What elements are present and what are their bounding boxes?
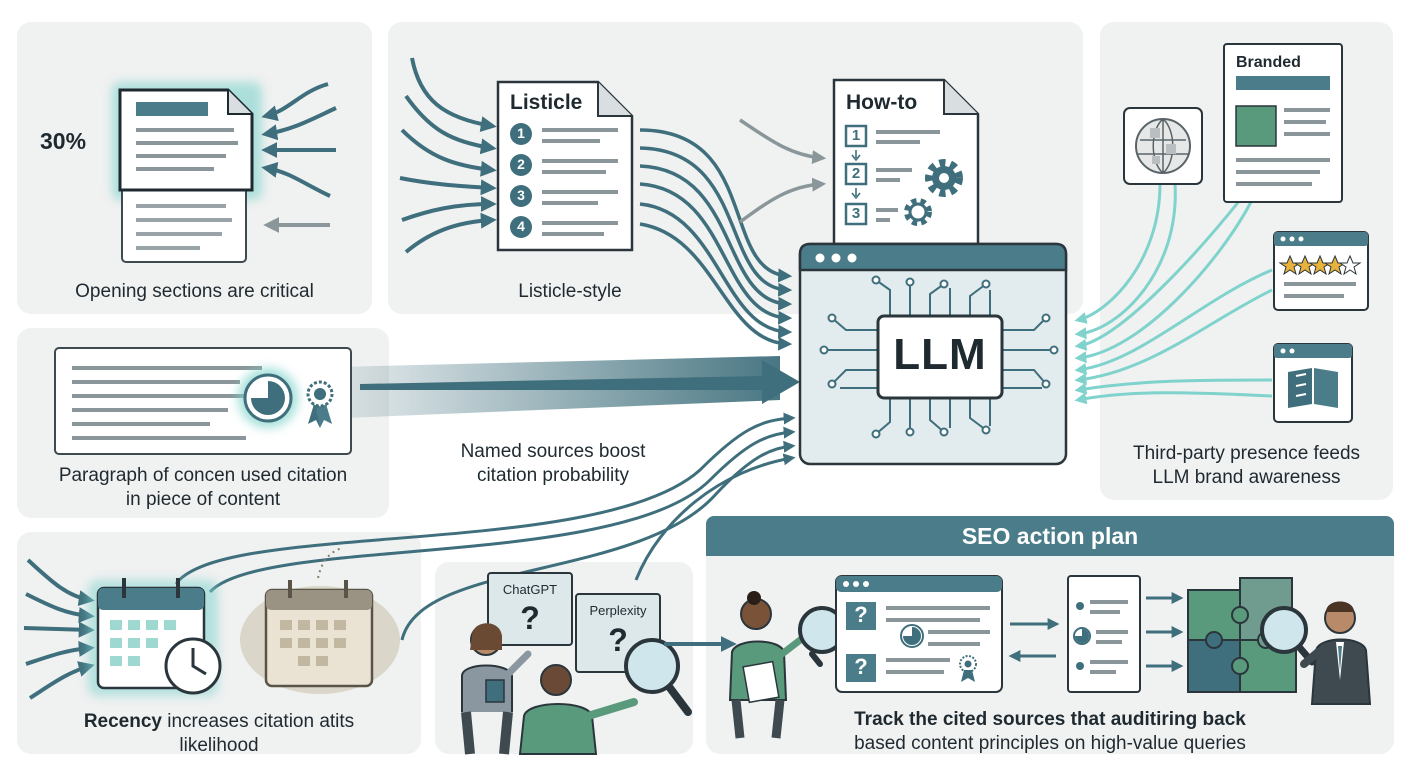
award-ribbon-icon [306, 380, 334, 428]
third-party-caption: Third-party presence feeds LLM brand awa… [1132, 443, 1361, 488]
pie-chart-icon [1073, 627, 1091, 645]
howto-step-number-1: 1 [851, 127, 861, 144]
howto-step-3 [844, 202, 898, 226]
listicle-number-2: 2 [517, 156, 525, 172]
listicle-number-3: 3 [517, 187, 525, 203]
seo-caption: Track the cited sources that auditiring … [854, 709, 1246, 754]
listicle-number-4: 4 [517, 218, 525, 234]
opening-arrows [261, 82, 337, 233]
listicle-item-3 [510, 185, 618, 207]
person-man [518, 664, 638, 755]
seo-analyst-woman [728, 591, 846, 739]
magnifier-icon [624, 638, 692, 716]
seo-middle-arrows [1008, 618, 1060, 662]
chatgpt-question-mark: ? [520, 600, 540, 636]
seo-banner: SEO action plan [706, 516, 1394, 556]
opening-document [112, 82, 262, 263]
perplexity-label: Perplexity [589, 603, 647, 618]
clock-icon [164, 637, 222, 695]
howto-step-2 [844, 162, 912, 200]
perplexity-question-mark: ? [608, 622, 628, 658]
chatgpt-label: ChatGPT [502, 582, 558, 597]
award-ribbon-icon [959, 655, 977, 682]
globe-icon [1135, 118, 1191, 174]
recency-caption: Recency increases citation atits likelih… [83, 711, 355, 756]
llm-window [798, 242, 1068, 466]
pie-chart-icon [243, 373, 293, 423]
listicle-document [496, 80, 634, 252]
listicle-number-1: 1 [517, 125, 525, 141]
circuit-nodes [819, 275, 1059, 439]
gear-icon [925, 159, 963, 197]
opening-caption: Opening sections are critical [75, 281, 314, 302]
named-sources-flow-label: Named sources boost citation probability [460, 441, 646, 486]
book-icon [1288, 368, 1338, 408]
listicle-item-4 [510, 216, 618, 238]
seo-right-arrows [1146, 592, 1184, 672]
howto-title: How-to [846, 91, 918, 114]
circuit-traces [826, 279, 1052, 435]
listicle-item-1 [510, 123, 618, 145]
listicle-caption: Listicle-style [518, 281, 622, 302]
person-woman [461, 623, 532, 755]
howto-step-number-2: 2 [851, 165, 861, 182]
listicle-input-arrows [399, 57, 497, 254]
listicle-to-llm-arrows [639, 128, 793, 351]
opening-stat: 30% [40, 128, 87, 154]
seo-question-mark-1: ? [854, 602, 868, 627]
seo-analyst-man [1300, 601, 1372, 705]
star-rating-icon [1278, 254, 1362, 276]
listicle-item-2 [510, 154, 618, 176]
calendar-old-icon [240, 547, 400, 694]
wikipedia-card [1123, 107, 1203, 185]
review-card [1273, 231, 1369, 311]
listicle-title: Listicle [510, 91, 583, 114]
seo-report-document [1067, 575, 1141, 693]
branded-document [1223, 43, 1343, 203]
pie-chart-icon [900, 624, 924, 648]
paragraph-card [54, 347, 780, 455]
howto-step-number-3: 3 [851, 205, 861, 222]
recency-input-arrows [23, 558, 95, 700]
named-sources-arrow [360, 360, 800, 404]
seo-dashboard-window [835, 575, 1003, 693]
gear-icon-small [904, 198, 932, 226]
chatgpt-bubble [487, 572, 573, 646]
llm-label: LLM [893, 330, 987, 379]
howto-arrows [738, 118, 827, 224]
recency-to-llm-arrows [174, 412, 796, 641]
publication-card [1273, 343, 1353, 423]
howto-step-1 [844, 124, 940, 162]
named-sources-caption: Paragraph of concen used citation in pie… [58, 465, 348, 510]
seo-question-mark-2: ? [854, 654, 868, 679]
third-party-glow-arrows [1074, 183, 1273, 405]
branded-title: Branded [1236, 54, 1301, 71]
howto-document [832, 78, 980, 246]
